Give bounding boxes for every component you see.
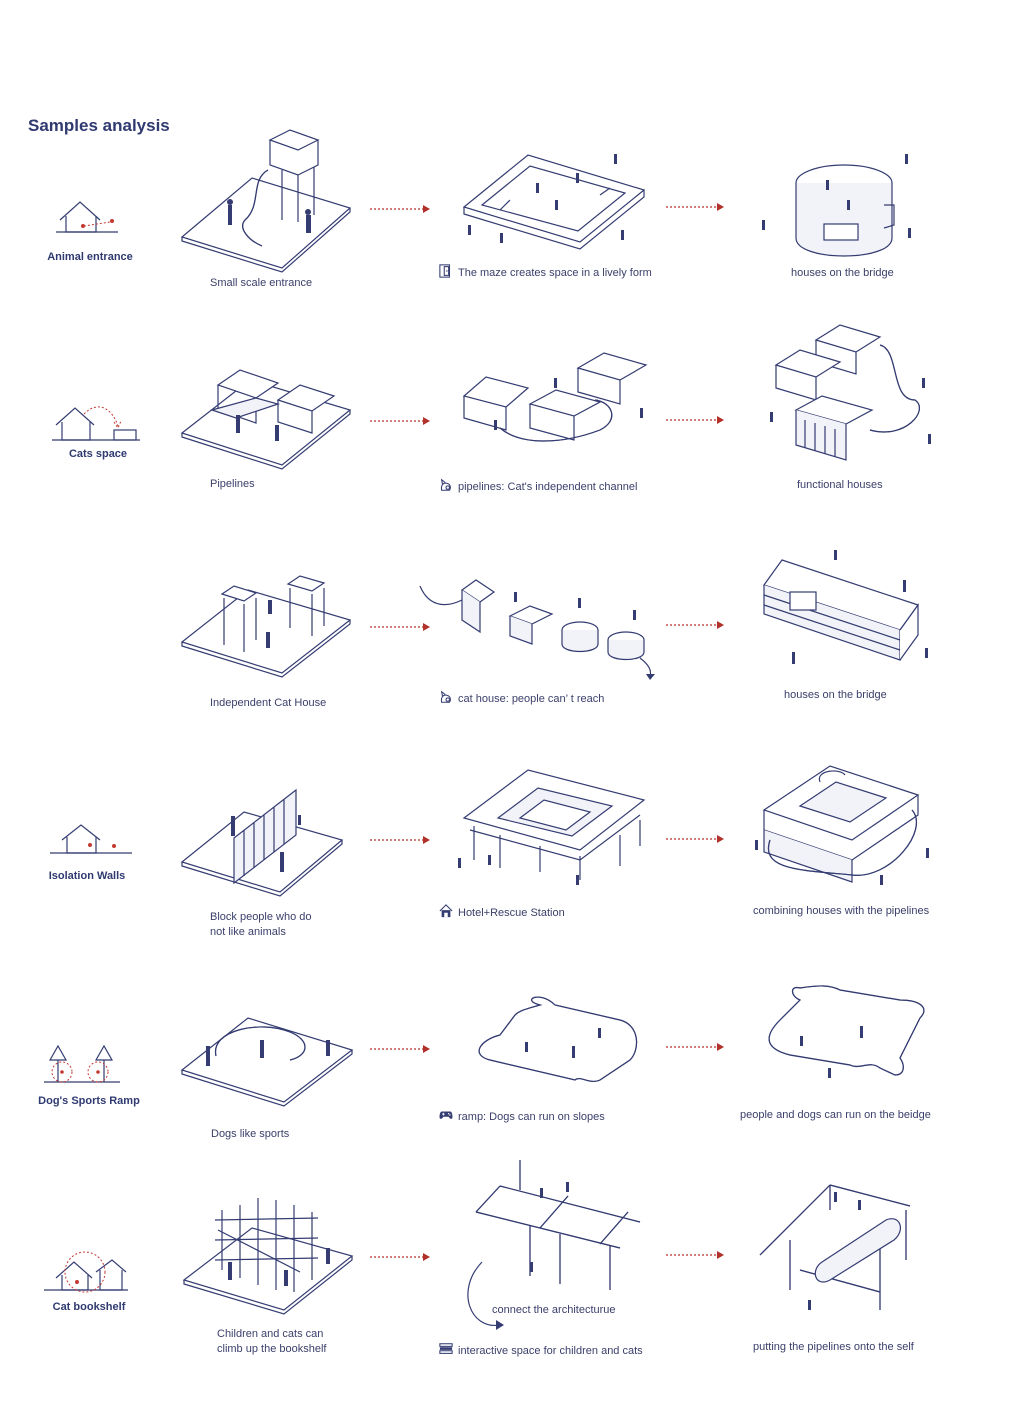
dogs-sports-drawing [180, 1017, 354, 1107]
row-label-animal-entrance: Animal entrance [47, 251, 133, 263]
caption-block-people-1: Block people who do [210, 911, 312, 923]
caption-hotel-rescue-text: Hotel+Rescue Station [458, 907, 565, 919]
row-label-isolation-walls: Isolation Walls [48, 870, 126, 882]
flow-arrows [370, 203, 724, 1261]
caption-small-scale-entrance: Small scale entrance [210, 277, 313, 289]
cat-channel-drawing [462, 352, 648, 442]
pipelines-drawing [180, 369, 352, 470]
hotel-rescue-drawing [458, 769, 646, 885]
combining-houses-drawing [755, 765, 929, 885]
caption-connect-architecture: connect the architecturue [492, 1304, 616, 1316]
books-icon [439, 1343, 453, 1354]
caption-children-cats-1: Children and cats can [217, 1328, 324, 1340]
caption-cat-channel-text: pipelines: Cat's independent channel [458, 481, 638, 493]
page-title: Samples analysis [28, 116, 170, 135]
animal-entrance-icon [56, 201, 118, 233]
cat-icon [440, 690, 451, 703]
caption-interactive-space: interactive space for children and cats [438, 1342, 643, 1358]
caption-pipelines: Pipelines [210, 478, 255, 490]
gamepad-icon [439, 1111, 453, 1119]
row-label-cats-space: Cats space [68, 448, 128, 460]
caption-people-and-dogs: people and dogs can run on the beidge [740, 1109, 931, 1121]
caption-cat-channel: pipelines: Cat's independent channel [438, 478, 637, 494]
caption-pipelines-on-shelf: putting the pipelines onto the self [753, 1341, 914, 1353]
isolation-walls-icon [50, 824, 132, 854]
cat-bookshelf-icon [44, 1251, 128, 1293]
door-icon [439, 264, 451, 278]
caption-block-people-2: not like animals [210, 926, 286, 938]
house-icon [439, 904, 453, 918]
caption-maze: The maze creates space in a lively form [438, 264, 652, 280]
caption-independent-cat-house: Independent Cat House [210, 697, 327, 709]
caption-hotel-rescue: Hotel+Rescue Station [438, 904, 565, 920]
caption-dogs-like-sports: Dogs like sports [211, 1128, 290, 1140]
ramp-drawing [478, 996, 638, 1083]
caption-maze-text: The maze creates space in a lively form [458, 267, 652, 279]
row-label-cat-bookshelf: Cat bookshelf [52, 1301, 126, 1313]
caption-houses-on-bridge-1: houses on the bridge [791, 267, 894, 279]
long-bridge-house-drawing [763, 550, 928, 664]
caption-ramp-text: ramp: Dogs can run on slopes [458, 1111, 605, 1123]
caption-ramp: ramp: Dogs can run on slopes [438, 1108, 605, 1124]
independent-cat-house-drawing [180, 575, 352, 678]
caption-cat-house-reach-text: cat house: people can’ t reach [458, 693, 605, 705]
row-label-dogs-sports-ramp: Dog's Sports Ramp [38, 1095, 140, 1107]
cat-bookshelf-drawing [182, 1198, 354, 1315]
small-entrance-drawing [180, 129, 352, 273]
caption-interactive-space-text: interactive space for children and cats [458, 1345, 643, 1357]
cats-space-icon [52, 406, 140, 441]
connect-architecture-drawing [467, 1160, 641, 1330]
pipelines-on-shelf-drawing [759, 1184, 911, 1310]
caption-cat-house-reach: cat house: people can’ t reach [438, 690, 604, 706]
round-bridge-house-drawing [762, 154, 911, 257]
isolation-walls-drawing [180, 788, 344, 897]
functional-houses-drawing [770, 324, 931, 461]
dogs-ramp-icon [44, 1044, 120, 1083]
maze-drawing [462, 154, 646, 250]
caption-children-cats-2: climb up the bookshelf [217, 1343, 327, 1355]
caption-functional-houses: functional houses [797, 479, 883, 491]
cat-icon [440, 478, 451, 491]
caption-houses-on-bridge-2: houses on the bridge [784, 689, 887, 701]
people-dogs-bridge-drawing [768, 985, 925, 1078]
cat-house-reach-drawing [419, 579, 655, 680]
caption-combining-houses: combining houses with the pipelines [753, 905, 930, 917]
